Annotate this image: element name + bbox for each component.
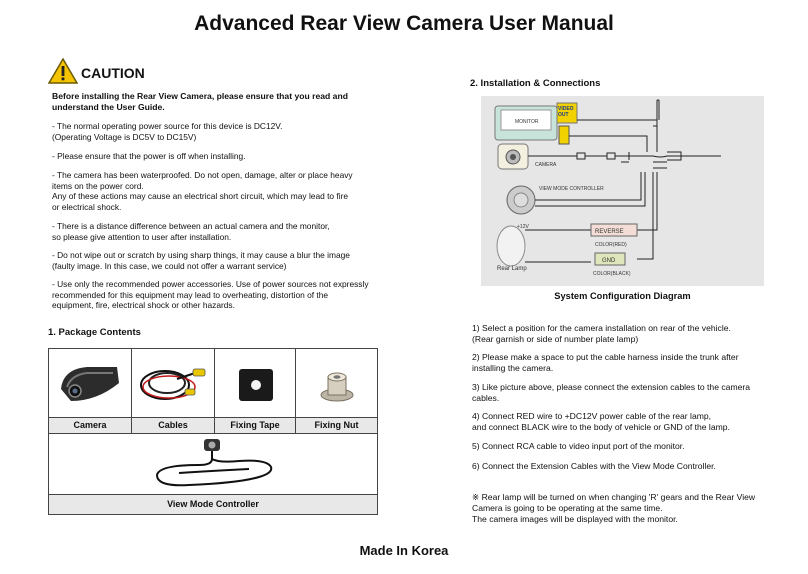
- diagram-label-rear-lamp: Rear Lamp: [497, 266, 527, 272]
- installation-step: 1) Select a position for the camera inst…: [472, 323, 731, 344]
- page-title: Advanced Rear View Camera User Manual: [194, 12, 614, 35]
- caution-bullet: - The camera has been waterproofed. Do n…: [52, 170, 353, 212]
- package-item-view-mode-controller: View Mode Controller: [49, 495, 377, 514]
- diagram-label-view-mode-controller: VIEW MODE CONTROLLER: [539, 186, 604, 192]
- package-item-camera: Camera: [49, 418, 131, 433]
- caution-bullet: - Do not wipe out or scratch by using sh…: [52, 250, 350, 271]
- camera-photo: [61, 367, 119, 401]
- diagram-label-gnd: GND: [602, 258, 616, 264]
- fixing-tape-photo: [239, 369, 273, 401]
- installation-note: ※ Rear lamp will be turned on when chang…: [472, 492, 756, 524]
- installation-step: 4) Connect RED wire to +DC12V power cabl…: [472, 411, 730, 432]
- installation-title: 2. Installation & Connections: [470, 78, 601, 89]
- fixing-nut-photo: [320, 372, 354, 402]
- package-item-fixing-tape: Fixing Tape: [215, 418, 295, 433]
- package-contents-table: Camera Cables Fixing Tape Fixing Nut Vie…: [48, 348, 378, 515]
- package-contents-title: 1. Package Contents: [48, 327, 141, 338]
- view-mode-controller-photo: [155, 439, 273, 487]
- caution-bullet: - Use only the recommended power accesso…: [52, 279, 369, 311]
- diagram-label-color-black: COLOR(BLACK): [593, 271, 631, 277]
- caution-bullet: - Please ensure that the power is off wh…: [52, 151, 246, 161]
- diagram-caption: System Configuration Diagram: [554, 291, 691, 301]
- warning-icon: [48, 58, 78, 84]
- installation-step: 3) Like picture above, please connect th…: [472, 382, 751, 403]
- caution-bullet: - There is a distance difference between…: [52, 221, 330, 242]
- caution-lead: Before installing the Rear View Camera, …: [52, 91, 348, 112]
- diagram-label-color-red: COLOR(RED): [595, 242, 627, 248]
- caution-title: CAUTION: [81, 65, 145, 81]
- cables-photo: [140, 368, 206, 400]
- installation-step: 5) Connect RCA cable to video input port…: [472, 441, 685, 451]
- installation-step: 2) Please make a space to put the cable …: [472, 352, 739, 373]
- package-item-cables: Cables: [132, 418, 214, 433]
- footer-made-in-korea: Made In Korea: [359, 543, 449, 558]
- diagram-label-plus12v: +12V: [517, 224, 529, 230]
- diagram-label-camera: CAMERA: [535, 162, 557, 168]
- diagram-label-monitor: MONITOR: [515, 119, 539, 125]
- package-item-fixing-nut: Fixing Nut: [296, 418, 377, 433]
- diagram-label-reverse: REVERSE: [595, 229, 624, 235]
- installation-step: 6) Connect the Extension Cables with the…: [472, 461, 716, 471]
- caution-bullet: - The normal operating power source for …: [52, 121, 283, 142]
